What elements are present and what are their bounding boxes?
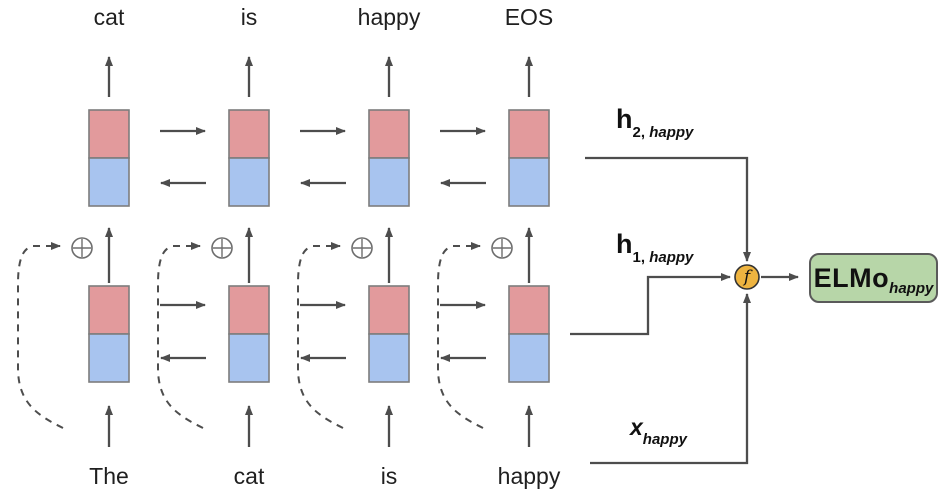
flow-arrows [105, 56, 799, 465]
f-function-label: f [743, 267, 751, 287]
backward-lstm-cell [88, 157, 130, 207]
forward-lstm-cell [228, 285, 270, 335]
concat-oplus-icons [71, 237, 513, 259]
input-word-happy: happy [497, 463, 561, 489]
output-word-is: is [240, 4, 258, 30]
backward-lstm-cell [368, 333, 410, 383]
skip-connection-dashed [157, 246, 204, 429]
x-sub-word: happy [642, 431, 687, 448]
h2-base: h [616, 104, 633, 134]
oplus-icon [491, 237, 513, 259]
forward-lstm-cell [508, 109, 550, 159]
skip-connections [17, 242, 484, 429]
h1-happy-label: h1, happy [616, 229, 693, 266]
combine-function-circle-icon [734, 264, 760, 290]
bilstm-layer1-cells [88, 285, 550, 383]
backward-lstm-cell [228, 157, 270, 207]
x-base: x [630, 414, 643, 440]
elmo-base: ELMo [813, 262, 890, 293]
forward-lstm-cell [88, 285, 130, 335]
input-word-is: is [380, 463, 398, 489]
output-word-cat: cat [93, 4, 125, 30]
h2-sub-word: happy [649, 124, 694, 141]
elmo-sub-word: happy [889, 279, 934, 297]
h2-sub-index: 2, [632, 124, 650, 141]
skip-connection-dashed [437, 246, 484, 429]
skip-connection-dashed [17, 246, 64, 429]
forward-lstm-cell [508, 285, 550, 335]
h1-base: h [616, 229, 633, 259]
backward-lstm-cell [88, 333, 130, 383]
h2-happy-label: h2, happy [616, 104, 693, 141]
h1-tap-line [570, 273, 731, 336]
backward-lstm-cell [228, 333, 270, 383]
output-word-eos: EOS [504, 4, 554, 30]
h2-tap-line [585, 156, 751, 262]
x-tap-line [590, 293, 751, 465]
backward-lstm-cell [508, 333, 550, 383]
forward-lstm-cell [368, 285, 410, 335]
h1-sub-index: 1, [632, 249, 650, 266]
backward-lstm-cell [508, 157, 550, 207]
oplus-icon [211, 237, 233, 259]
input-word-the: The [89, 463, 129, 489]
oplus-icon [71, 237, 93, 259]
output-word-happy: happy [357, 4, 421, 30]
backward-lstm-cell [368, 157, 410, 207]
elmo-output-box [809, 253, 938, 303]
forward-lstm-cell [368, 109, 410, 159]
skip-connection-dashed [297, 246, 344, 429]
oplus-icon [351, 237, 373, 259]
forward-lstm-cell [228, 109, 270, 159]
x-happy-label: xhappy [630, 414, 687, 448]
input-word-cat: cat [233, 463, 265, 489]
bilstm-layer2-cells [88, 109, 550, 207]
h1-sub-word: happy [649, 249, 694, 266]
forward-lstm-cell [88, 109, 130, 159]
